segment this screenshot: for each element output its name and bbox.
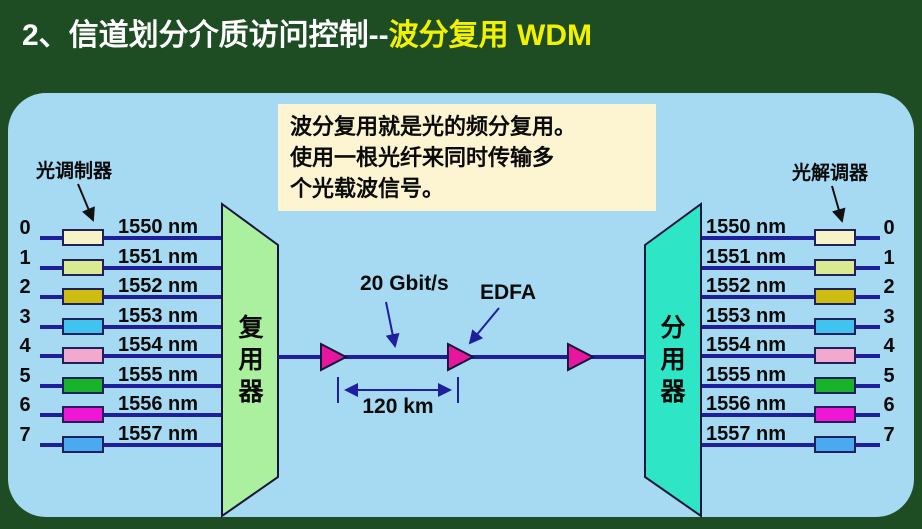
- wavelength-label: 1553 nm: [118, 305, 199, 327]
- channel-number: 6: [883, 394, 895, 416]
- channel-wire: [702, 384, 880, 388]
- channel-row-right-0: 1550 nm 0: [702, 216, 906, 249]
- channel-row-left-0: 0 1550 nm: [16, 216, 222, 249]
- wavelength-label: 1557 nm: [118, 423, 199, 445]
- channel-row-left-2: 2 1552 nm: [16, 275, 222, 308]
- channel-number: 5: [883, 365, 895, 387]
- channel-number: 2: [883, 276, 895, 298]
- channel-number: 7: [19, 424, 31, 446]
- channel-row-right-1: 1551 nm 1: [702, 246, 906, 279]
- channel-number: 1: [19, 247, 31, 269]
- channel-row-left-5: 5 1555 nm: [16, 364, 222, 397]
- demodulator-chip: [814, 288, 856, 305]
- channel-number: 5: [19, 365, 31, 387]
- modulator-chip: [62, 347, 104, 364]
- channel-row-right-6: 1556 nm 6: [702, 393, 906, 426]
- channel-row-left-4: 4 1554 nm: [16, 334, 222, 367]
- channel-number: 0: [883, 217, 895, 239]
- edfa-label: EDFA: [480, 281, 537, 304]
- channel-row-left-1: 1 1551 nm: [16, 246, 222, 279]
- wavelength-label: 1553 nm: [706, 305, 787, 327]
- demodulator-chip: [814, 229, 856, 246]
- channel-wire: [702, 443, 880, 447]
- demodulator-chip: [814, 436, 856, 453]
- info-line-1: 波分复用就是光的频分复用。: [290, 114, 577, 139]
- channel-wire: [702, 266, 880, 270]
- channel-number: 4: [19, 335, 31, 357]
- wavelength-label: 1550 nm: [118, 216, 199, 238]
- modulator-chip: [62, 436, 104, 453]
- channel-wire: [40, 266, 222, 270]
- info-line-3: 个光载波信号。: [290, 176, 445, 201]
- wavelength-label: 1555 nm: [118, 364, 199, 386]
- channel-number: 6: [19, 394, 31, 416]
- channel-wire: [40, 325, 222, 329]
- demodulator-chip: [814, 318, 856, 335]
- wavelength-label: 1550 nm: [706, 216, 787, 238]
- channel-row-left-3: 3 1553 nm: [16, 305, 222, 338]
- page-title: 2、信道划分介质访问控制--波分复用 WDM: [22, 10, 592, 54]
- optical-modulator-label: 光调制器: [36, 161, 113, 182]
- wavelength-label: 1556 nm: [706, 393, 787, 415]
- info-box: 波分复用就是光的频分复用。 使用一根光纤来同时传输多 个光载波信号。: [278, 104, 656, 211]
- demodulator-chip: [814, 347, 856, 364]
- modulator-chip: [62, 318, 104, 335]
- title-highlight: 波分复用 WDM: [388, 19, 592, 52]
- channel-number: 0: [19, 217, 31, 239]
- channel-number: 4: [883, 335, 895, 357]
- channel-number: 2: [19, 276, 31, 298]
- wavelength-label: 1552 nm: [706, 275, 787, 297]
- channel-number: 7: [883, 424, 895, 446]
- channel-row-right-3: 1553 nm 3: [702, 305, 906, 338]
- channel-wire: [702, 236, 880, 240]
- channel-wire: [40, 295, 222, 299]
- channel-wire: [40, 236, 222, 240]
- channel-wire: [702, 295, 880, 299]
- wavelength-label: 1552 nm: [118, 275, 199, 297]
- title-main: 2、信道划分介质访问控制--: [22, 19, 389, 52]
- channel-number: 1: [883, 247, 895, 269]
- channel-wire: [40, 413, 222, 417]
- wavelength-label: 1554 nm: [706, 334, 787, 356]
- modulator-chip: [62, 288, 104, 305]
- modulator-chip: [62, 229, 104, 246]
- channel-number: 3: [883, 306, 895, 328]
- distance-label: 120 km: [362, 395, 434, 418]
- channel-wire: [40, 384, 222, 388]
- demodulator-chip: [814, 406, 856, 423]
- channel-row-right-5: 1555 nm 5: [702, 364, 906, 397]
- modulator-chip: [62, 377, 104, 394]
- demultiplexer-label: 分用器: [657, 314, 685, 410]
- channel-wire: [702, 325, 880, 329]
- channel-row-left-7: 7 1557 nm: [16, 423, 222, 456]
- channel-row-right-2: 1552 nm 2: [702, 275, 906, 308]
- info-line-2: 使用一根光纤来同时传输多: [290, 145, 555, 170]
- demodulator-chip: [814, 259, 856, 276]
- channel-wire: [702, 413, 880, 417]
- bitrate-label: 20 Gbit/s: [360, 272, 449, 295]
- channel-wire: [40, 443, 222, 447]
- modulator-chip: [62, 259, 104, 276]
- optical-demodulator-label: 光解调器: [792, 163, 869, 184]
- demodulator-chip: [814, 377, 856, 394]
- wavelength-label: 1557 nm: [706, 423, 787, 445]
- wavelength-label: 1556 nm: [118, 393, 199, 415]
- channel-row-right-4: 1554 nm 4: [702, 334, 906, 367]
- channel-row-right-7: 1557 nm 7: [702, 423, 906, 456]
- channel-number: 3: [19, 306, 31, 328]
- wavelength-label: 1551 nm: [706, 246, 787, 268]
- wavelength-label: 1551 nm: [118, 246, 199, 268]
- channel-wire: [702, 354, 880, 358]
- channel-wire: [40, 354, 222, 358]
- wavelength-label: 1555 nm: [706, 364, 787, 386]
- modulator-chip: [62, 406, 104, 423]
- wavelength-label: 1554 nm: [118, 334, 199, 356]
- multiplexer-label: 复用器: [235, 314, 263, 410]
- channel-row-left-6: 6 1556 nm: [16, 393, 222, 426]
